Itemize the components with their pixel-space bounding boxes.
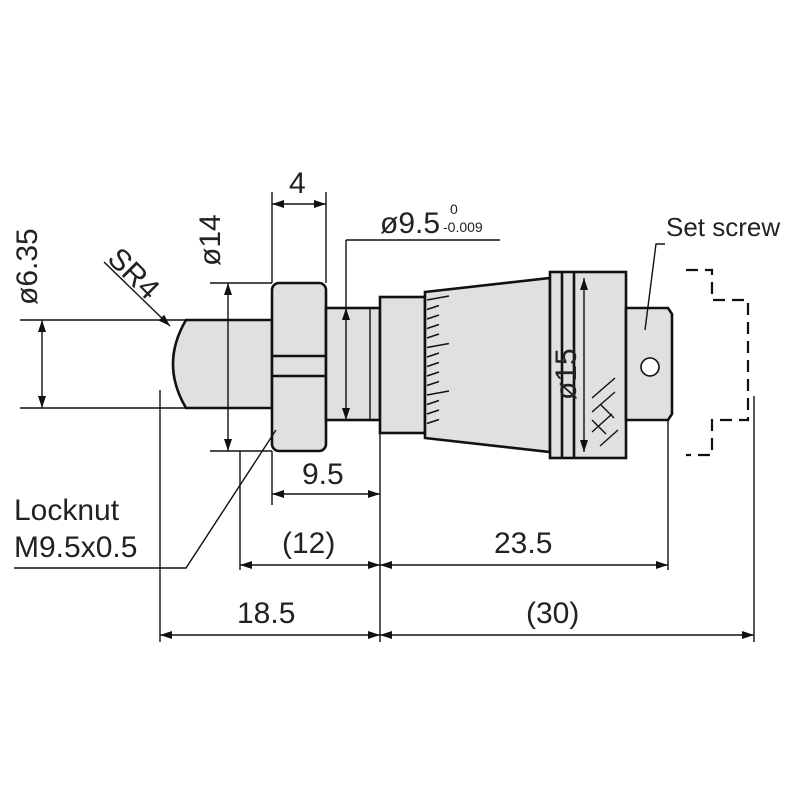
dim-dia-15-label: ø15	[550, 348, 583, 400]
dim-9-5-label: 9.5	[302, 458, 344, 491]
graduation-tick	[426, 304, 440, 311]
graduation-tick	[426, 399, 440, 406]
graduation-tick	[426, 380, 440, 387]
extension-lines	[20, 192, 755, 642]
graduation-tick	[426, 352, 440, 358]
dim-4-label: 4	[289, 167, 306, 200]
mounting-stem	[324, 306, 382, 422]
graduation-tick	[426, 342, 450, 349]
set-screw-label: Set screw	[666, 212, 780, 242]
dim-30-label: (30)	[526, 597, 579, 630]
thimble	[423, 276, 552, 454]
ratchet-body	[548, 270, 628, 460]
locknut	[270, 281, 328, 453]
leader-lines	[14, 243, 665, 569]
dim-dia-6-35-label: ø6.35	[11, 228, 44, 305]
locknut-thread-label: M9.5x0.5	[14, 531, 137, 564]
set-screw	[640, 357, 660, 377]
dim-dia-9-5-tol-upper: 0	[450, 201, 458, 217]
dim-dia-9-5-label: ø9.5	[380, 207, 440, 240]
graduation-tick	[426, 409, 440, 415]
dimension-lines	[38, 200, 754, 639]
phantom-outline	[686, 268, 750, 457]
spindle-tip	[171, 318, 274, 410]
sleeve	[378, 295, 427, 435]
dim-12-label: (12)	[282, 527, 335, 560]
set-screw-cap	[624, 306, 674, 422]
dim-dia-9-5-tol-lower: -0.009	[443, 219, 483, 235]
dim-18-5-label: 18.5	[237, 597, 295, 630]
graduation-tick	[426, 314, 440, 320]
graduation-tick	[426, 361, 440, 368]
graduation-tick	[426, 333, 440, 339]
dim-23-5-label: 23.5	[494, 527, 552, 560]
graduation-tick	[426, 418, 440, 425]
sr4-label: SR4	[101, 242, 166, 307]
locknut-label: Locknut	[14, 494, 120, 527]
graduation-tick	[426, 390, 450, 396]
graduation-tick	[426, 371, 440, 377]
graduation-tick	[426, 323, 440, 330]
thimble-graduations	[426, 295, 450, 425]
graduation-tick	[426, 295, 450, 301]
dim-dia-14-label: ø14	[194, 214, 227, 266]
